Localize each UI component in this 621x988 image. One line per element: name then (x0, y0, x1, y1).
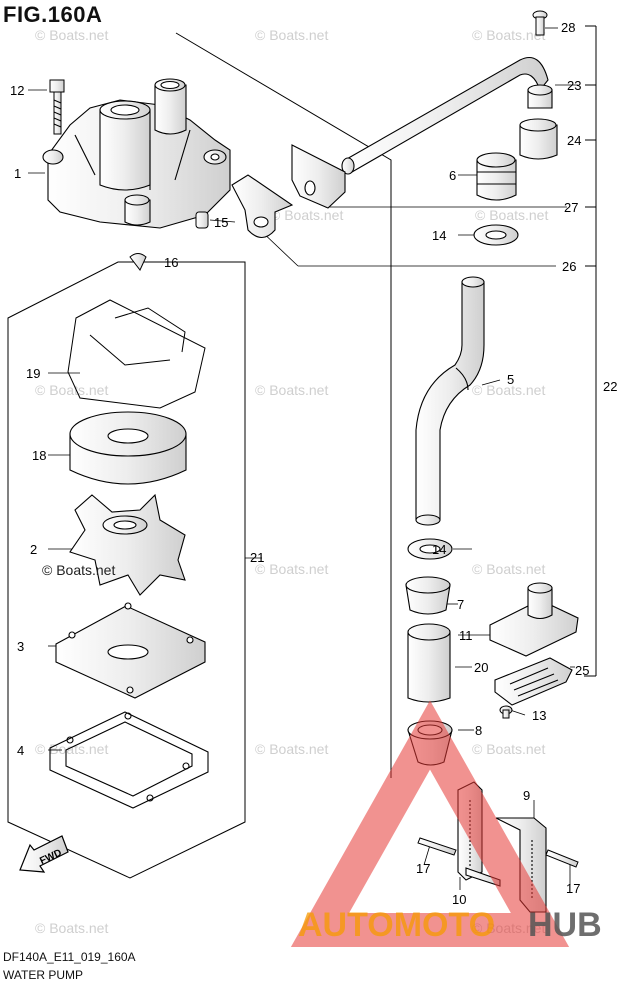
watermark-text: © Boats.net (472, 27, 545, 43)
callout-14: 14 (432, 228, 446, 243)
part-26-clamp (231, 174, 294, 239)
callout-13: 13 (532, 708, 546, 723)
callout-14: 14 (432, 542, 446, 557)
part-2-impeller (69, 493, 186, 596)
part-7-grommet (405, 576, 451, 615)
callout-18: 18 (32, 448, 46, 463)
part-5-hose (415, 276, 485, 526)
kit-frame-21 (7, 261, 246, 879)
watermark-text: © Boats.net (472, 561, 545, 577)
callout-17: 17 (416, 861, 430, 876)
brand-text: AUTOMOTO HUB (298, 906, 602, 944)
callout-16: 16 (164, 255, 178, 270)
watermark-text: © Boats.net (472, 382, 545, 398)
watermark-text: © Boats.net (35, 27, 108, 43)
brand-watermark (290, 700, 570, 947)
part-16-key (129, 253, 147, 271)
callout-10: 10 (452, 892, 466, 907)
brand-right: HUB (528, 906, 602, 944)
watermark-text: © Boats.net (35, 920, 108, 936)
figure-code: DF140A_E11_019_160A (3, 950, 136, 964)
fwd-arrow-icon (19, 835, 69, 873)
callout-26: 26 (562, 259, 576, 274)
callout-23: 23 (567, 78, 581, 93)
watermark-text: © Boats.net (35, 741, 108, 757)
callout-25: 25 (575, 663, 589, 678)
callout-19: 19 (26, 366, 40, 381)
part-17-screw (417, 837, 579, 868)
callout-11: 11 (459, 628, 473, 643)
part-4-gasket (49, 711, 209, 809)
part-15-pin (195, 211, 209, 229)
watermark-text: © Boats.net (255, 27, 328, 43)
part-14-washer (407, 224, 519, 560)
callout-27: 27 (564, 200, 578, 215)
part-19-seal-ring (67, 299, 206, 409)
watermark-text: © Boats.net (255, 741, 328, 757)
part-1-pump-case (42, 78, 231, 229)
part-3-plate (55, 602, 206, 699)
part-24-grommet (519, 118, 558, 160)
callout-9: 9 (523, 788, 530, 803)
group-frames (7, 25, 597, 879)
callout-21: 21 (250, 550, 264, 565)
callout-24: 24 (567, 133, 581, 148)
watermark-text: © Boats.net (475, 207, 548, 223)
callout-4: 4 (17, 743, 24, 758)
callout-6: 6 (449, 168, 456, 183)
title: FIG.160A (3, 2, 103, 27)
part-27-bracket (291, 144, 346, 209)
watermark-text: © Boats.net (35, 382, 108, 398)
part-11-housing (489, 582, 579, 657)
callout-1: 1 (14, 166, 21, 181)
part-18-liner (69, 411, 187, 485)
callout-22: 22 (603, 379, 617, 394)
watermark-text: © Boats.net (42, 562, 115, 578)
part-13-screw (499, 705, 513, 719)
part-28-screw (532, 10, 548, 36)
watermark-text: © Boats.net (255, 382, 328, 398)
watermark-text: © Boats.net (255, 561, 328, 577)
callout-5: 5 (507, 372, 514, 387)
callout-2: 2 (30, 542, 37, 557)
callout-8: 8 (475, 723, 482, 738)
watermark-text: © Boats.net (270, 207, 343, 223)
part-12-bolt (49, 79, 65, 135)
callout-7: 7 (457, 597, 464, 612)
callout-layer: 1234567891011121314141516171718192021222… (10, 20, 617, 907)
callout-15: 15 (214, 215, 228, 230)
callout-12: 12 (10, 83, 24, 98)
part-20-tube (407, 623, 451, 703)
callout-28: 28 (561, 20, 575, 35)
callout-17: 17 (566, 881, 580, 896)
watermark-text: © Boats.net (472, 741, 545, 757)
figure-name: WATER PUMP (3, 968, 83, 982)
watermark-layer: © Boats.net © Boats.net © Boats.net © Boats… (35, 27, 548, 936)
part-6-grommet (476, 152, 517, 201)
callout-3: 3 (17, 639, 24, 654)
callout-20: 20 (474, 660, 488, 675)
part-23-water-pipe (341, 56, 553, 175)
part-25-screen (494, 657, 573, 706)
brand-left: AUTOMOTO (298, 906, 495, 944)
